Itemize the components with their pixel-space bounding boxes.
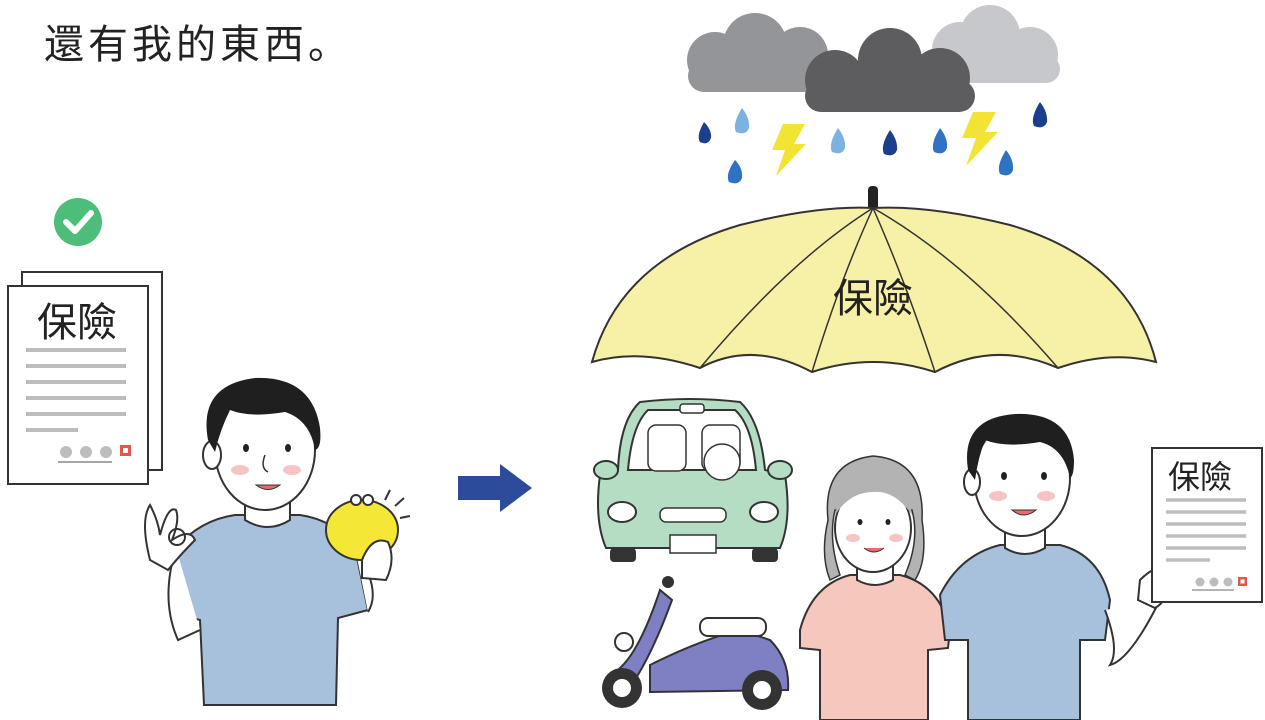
lightning-icon (772, 112, 998, 176)
check-icon (54, 198, 102, 246)
car-icon (593, 398, 793, 562)
umbrella-icon: 保險 (590, 186, 1158, 374)
caption-text: 還有我的東西。 (44, 22, 352, 68)
raindrops (698, 102, 1048, 184)
right-document-title: 保險 (1168, 458, 1232, 496)
umbrella-label: 保險 (833, 276, 913, 322)
grandma (799, 455, 952, 720)
scooter-icon (602, 576, 790, 710)
man-with-policy (938, 413, 1170, 720)
left-document-icon: 保險 (7, 271, 163, 485)
man-with-purse (144, 377, 411, 706)
left-document-title: 保險 (37, 300, 117, 346)
rain-cloud-icon (687, 5, 1060, 112)
right-document-icon: 保險 (1151, 447, 1263, 603)
arrow-right-icon (458, 464, 532, 512)
